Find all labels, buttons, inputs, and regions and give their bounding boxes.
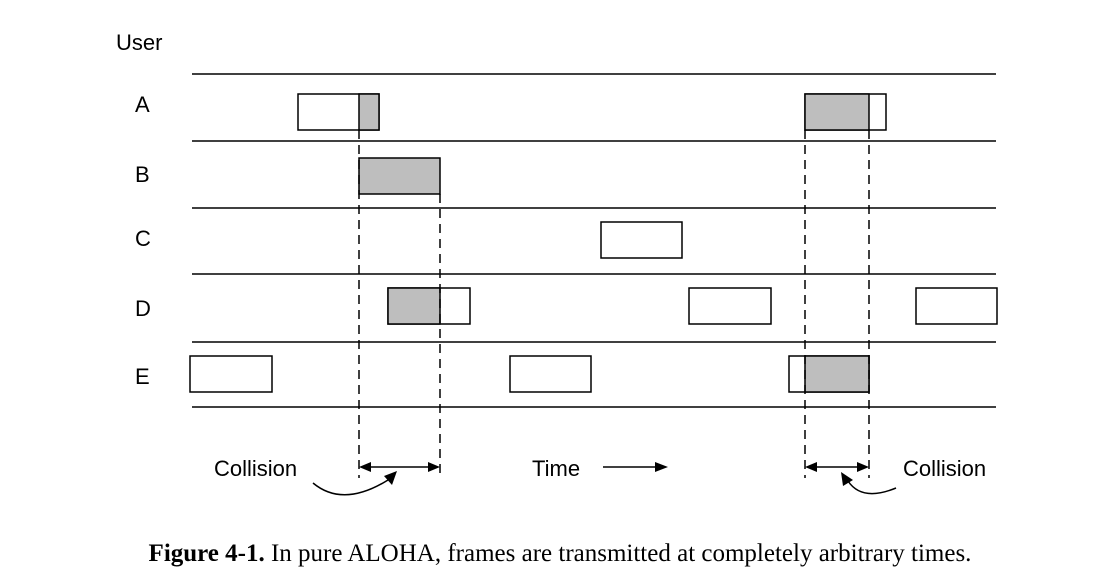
figure-number: Figure 4-1. (148, 540, 265, 567)
user-label-a: A (135, 92, 150, 117)
frame-d-3 (915, 287, 998, 325)
frame-a-1-collided-part (358, 93, 380, 131)
user-label-b: B (135, 162, 150, 187)
collision-label-right: Collision (903, 456, 986, 481)
collision-interval-left (359, 462, 440, 472)
figure-caption: Figure 4-1. In pure ALOHA, frames are tr… (0, 540, 1120, 568)
user-label-c: C (135, 226, 151, 251)
time-label: Time (532, 456, 580, 481)
time-arrow (603, 462, 668, 472)
frame-a-2-collided-part (804, 93, 870, 131)
collision-pointer-right (841, 472, 897, 495)
aloha-timing-diagram: User A B C D E (116, 30, 998, 496)
frame-b-1-collided (358, 157, 441, 195)
frame-e-2 (509, 355, 592, 393)
frames (189, 93, 998, 393)
frame-d-2 (688, 287, 772, 325)
frame-c-1 (600, 221, 683, 259)
caption-text: In pure ALOHA, frames are transmitted at… (270, 540, 972, 567)
collision-label-left: Collision (214, 456, 297, 481)
frame-e-3-collided-part (804, 355, 870, 393)
collision-interval-right (805, 462, 869, 472)
frame-e-1 (189, 355, 273, 393)
collision-pointer-left (312, 471, 397, 496)
user-label-d: D (135, 296, 151, 321)
row-separators (192, 73, 996, 408)
user-header: User (116, 30, 162, 55)
frame-d-1-collided-part (387, 287, 441, 325)
user-label-e: E (135, 364, 150, 389)
collision-boundary-lines (358, 130, 870, 478)
